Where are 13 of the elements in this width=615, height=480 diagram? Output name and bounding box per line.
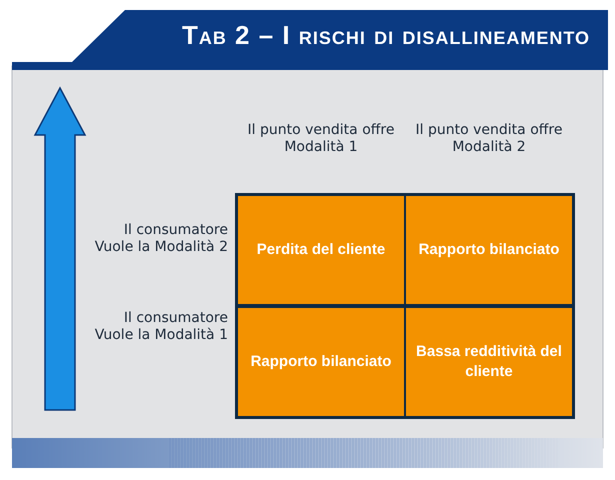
matrix-cell — [238, 308, 404, 416]
cell-text: Rapporto bilanciato — [250, 352, 392, 372]
row-header: Il consumatore Vuole la Modalità 1 — [94, 310, 228, 344]
matrix-cell — [406, 196, 572, 304]
column-header: Il punto vendita offre Modalità 2 — [414, 122, 564, 156]
cell-text: Bassa redditività del cliente — [415, 342, 563, 382]
matrix-cell — [406, 308, 572, 416]
column-header: Il punto vendita offre Modalità 1 — [246, 122, 396, 156]
cell-text: Rapporto bilanciato — [418, 240, 560, 260]
title: Tab 2 – I rischi di disallineamento — [180, 20, 590, 51]
row-header: Il consumatore Vuole la Modalità 2 — [94, 222, 228, 256]
cell-text: Perdita del cliente — [256, 240, 386, 260]
matrix-cell — [238, 196, 404, 304]
